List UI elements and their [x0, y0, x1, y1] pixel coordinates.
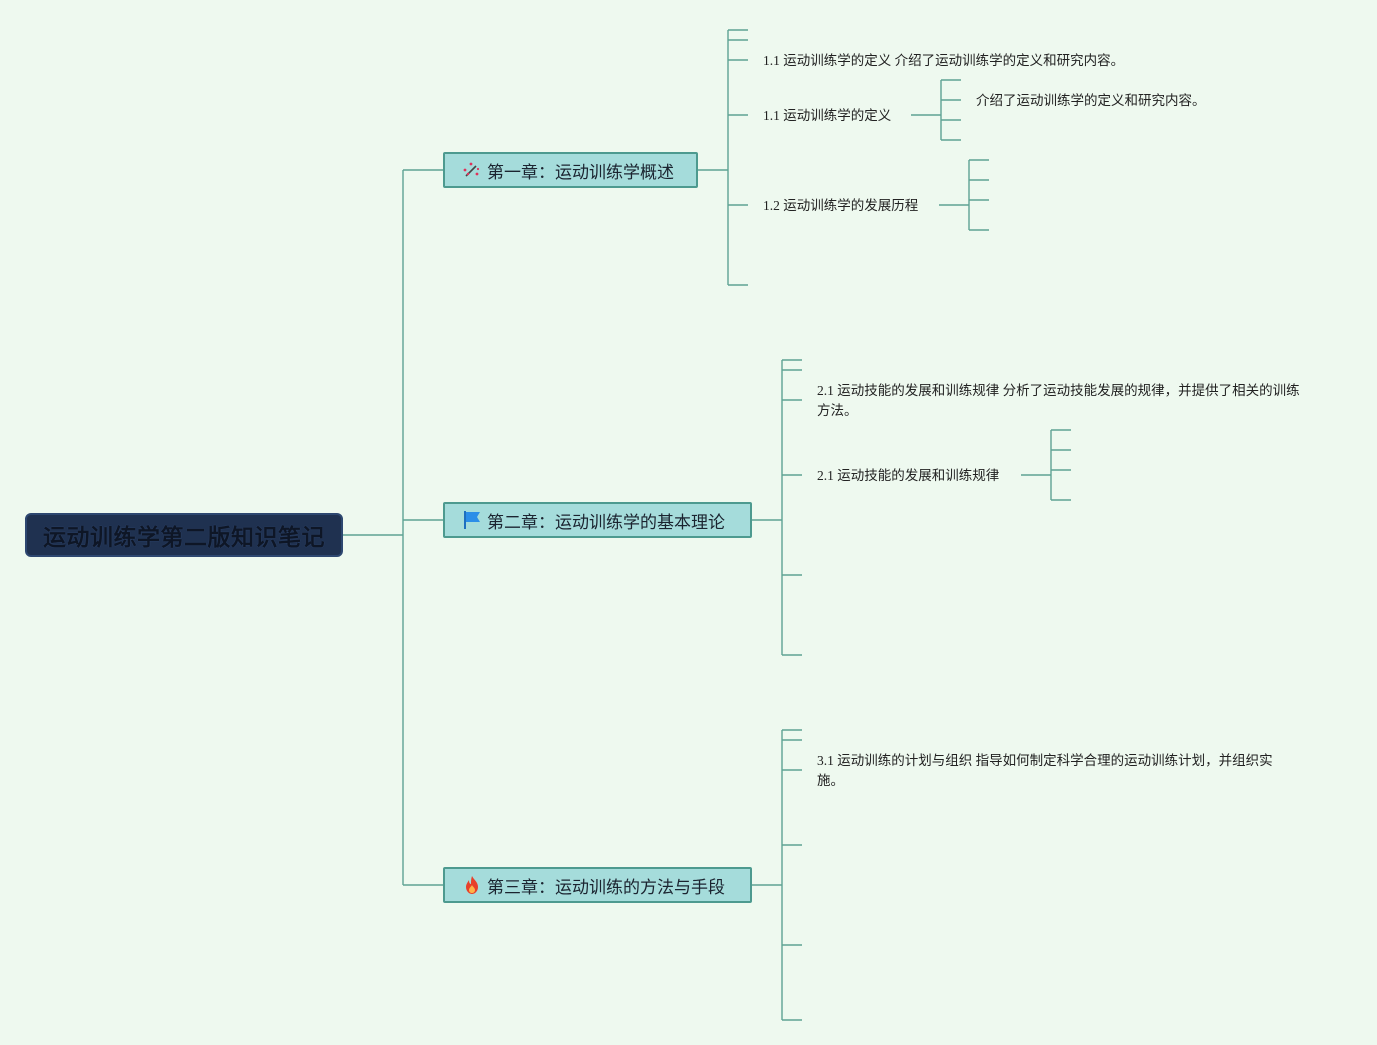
topic-1-1[interactable]: 1.1 运动训练学的定义 — [763, 108, 892, 123]
chapter-node-3[interactable]: 第三章：运动训练的方法与手段 — [443, 867, 752, 903]
chapter-title-2: 第二章：运动训练学的基本理论 — [487, 512, 725, 533]
chapter-node-1[interactable]: 第一章：运动训练学概述 — [443, 152, 698, 188]
topic-2-1[interactable]: 2.1 运动技能的发展和训练规律 — [817, 468, 1000, 483]
root-node[interactable]: 运动训练学第二版知识笔记 — [25, 513, 343, 557]
topic-1-1-summary[interactable]: 1.1 运动训练学的定义 介绍了运动训练学的定义和研究内容。 — [763, 53, 1125, 68]
subtopic-1-1-description[interactable]: 介绍了运动训练学的定义和研究内容。 — [976, 93, 1206, 108]
topic-3-1-summary[interactable]: 3.1 运动训练的计划与组织 指导如何制定科学合理的运动训练计划，并组织实施。 — [817, 753, 1273, 788]
chapter-title-3: 第三章：运动训练的方法与手段 — [487, 877, 725, 898]
topic-1-2[interactable]: 1.2 运动训练学的发展历程 — [763, 198, 919, 213]
fire-icon — [461, 874, 483, 896]
topic-2-1-summary[interactable]: 2.1 运动技能的发展和训练规律 分析了运动技能发展的规律，并提供了相关的训练方… — [817, 383, 1300, 418]
root-title: 运动训练学第二版知识笔记 — [43, 525, 325, 551]
flag-icon — [461, 509, 483, 531]
magic-wand-icon — [461, 159, 483, 181]
chapter-node-2[interactable]: 第二章：运动训练学的基本理论 — [443, 502, 752, 538]
chapter-title-1: 第一章：运动训练学概述 — [487, 162, 674, 183]
